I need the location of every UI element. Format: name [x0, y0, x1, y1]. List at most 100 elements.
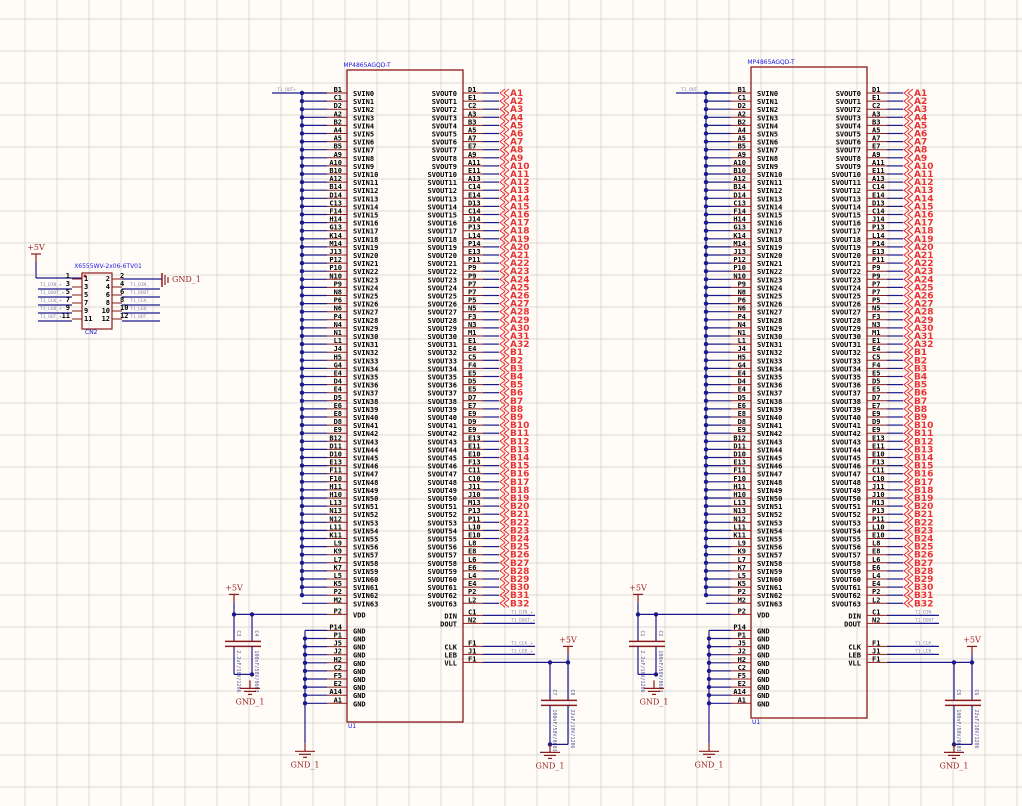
net-port-icon: [499, 517, 510, 527]
net-label: A19: [914, 235, 934, 245]
svout-pin-name: SVOUT61: [427, 584, 457, 592]
svin-pin-name: SVIN55: [757, 536, 782, 544]
svin-pin-name: SVIN10: [757, 171, 782, 179]
svout-pin-name: SVOUT10: [831, 171, 861, 179]
gnd-pin-number: J5: [738, 640, 746, 648]
net-port-icon: [499, 266, 510, 276]
svout-pin-name: SVOUT49: [427, 487, 457, 495]
svout-pin-name: SVOUT55: [831, 536, 861, 544]
svout-pin-name: SVOUT24: [831, 284, 861, 292]
cap-ref: C5: [955, 689, 961, 695]
junction-dot: [302, 636, 308, 641]
svin-pin-number: E13: [733, 459, 746, 467]
svin-pin-number: F14: [733, 208, 746, 216]
net-label: A23: [914, 267, 934, 277]
svin-pin-number: E6: [334, 402, 342, 410]
svin-pin-number: K5: [334, 580, 342, 588]
svin-pin-name: SVIN12: [353, 187, 378, 195]
svin-pin-number: L13: [329, 499, 342, 507]
svin-pin-number: E9: [334, 426, 342, 434]
net-port-icon: [903, 509, 914, 519]
ground-label: GND_1: [695, 760, 724, 769]
svin-pin-name: SVIN7: [353, 147, 374, 155]
net-label: B27: [510, 559, 529, 569]
net-port-icon: [903, 169, 914, 179]
svin-pin-number: D14: [329, 191, 342, 199]
svout-pin-name: SVOUT50: [427, 495, 457, 503]
svout-pin-name: SVOUT32: [831, 349, 861, 357]
net-port-icon: [903, 299, 914, 308]
junction-dot: [302, 693, 308, 698]
net-label: B8: [510, 405, 523, 415]
net-label: B21: [914, 510, 933, 520]
svin-pin-number: J4: [334, 345, 342, 353]
connector-pin-inner-left: 7: [84, 299, 88, 307]
net-label: B32: [510, 599, 529, 609]
svout-pin-number: D5: [872, 378, 880, 386]
junction-dot: [302, 668, 308, 674]
svin-pin-name: SVIN38: [757, 398, 782, 406]
svout-pin-number: P7: [468, 289, 476, 297]
net-port-icon: [903, 380, 914, 389]
svout-pin-name: SVOUT8: [836, 155, 861, 163]
gnd-pin-name: GND: [757, 627, 770, 635]
net-label: B6: [510, 389, 523, 399]
net-label: A25: [510, 283, 530, 293]
ctrl-pin-name: VLL: [848, 659, 861, 667]
svout-pin-name: SVOUT42: [427, 430, 457, 438]
svin-pin-name: SVIN47: [353, 471, 378, 479]
net-port-icon: [903, 234, 914, 244]
svout-pin-name: SVOUT43: [427, 438, 457, 446]
svin-pin-name: SVIN43: [757, 438, 782, 446]
svin-pin-number: G13: [329, 224, 342, 232]
svout-pin-name: SVOUT31: [831, 341, 861, 349]
svout-pin-number: F13: [872, 459, 885, 467]
svout-pin-name: SVOUT37: [427, 390, 457, 398]
svin-pin-number: P9: [738, 280, 746, 288]
ctrl-pin-name: DOUT: [440, 620, 457, 628]
svout-pin-number: A11: [468, 159, 481, 167]
svin-pin-name: SVIN48: [757, 479, 782, 487]
svout-pin-number: B3: [468, 118, 476, 126]
svout-pin-name: SVOUT28: [831, 317, 861, 325]
gnd-pin-name: GND: [757, 668, 770, 676]
svout-pin-number: M13: [872, 499, 885, 507]
net-port-icon: [499, 104, 510, 114]
net-port-icon: [499, 218, 510, 227]
svout-pin-name: SVOUT5: [836, 131, 861, 139]
ground-symbol: GND_1: [940, 744, 968, 770]
svout-pin-number: E9: [468, 426, 476, 434]
svout-pin-name: SVOUT3: [836, 114, 861, 122]
svin-pin-name: SVIN33: [757, 357, 782, 365]
svin-pin-number: E8: [334, 410, 342, 418]
ctrl-net-label: T1_DIN_+: [511, 609, 533, 615]
net-label: B29: [914, 575, 933, 585]
svout-pin-name: SVOUT50: [831, 495, 861, 503]
svin-pin-number: P2: [334, 588, 342, 596]
net-label: B12: [914, 437, 933, 447]
svin-pin-name: SVIN25: [757, 293, 782, 301]
svin-pin-number: A2: [334, 110, 342, 118]
net-label: B3: [510, 364, 523, 374]
connector-body: [81, 272, 113, 330]
gnd-pin-number: J2: [334, 648, 342, 656]
svout-pin-name: SVOUT49: [831, 487, 861, 495]
svin-pin-name: SVIN22: [353, 268, 378, 276]
